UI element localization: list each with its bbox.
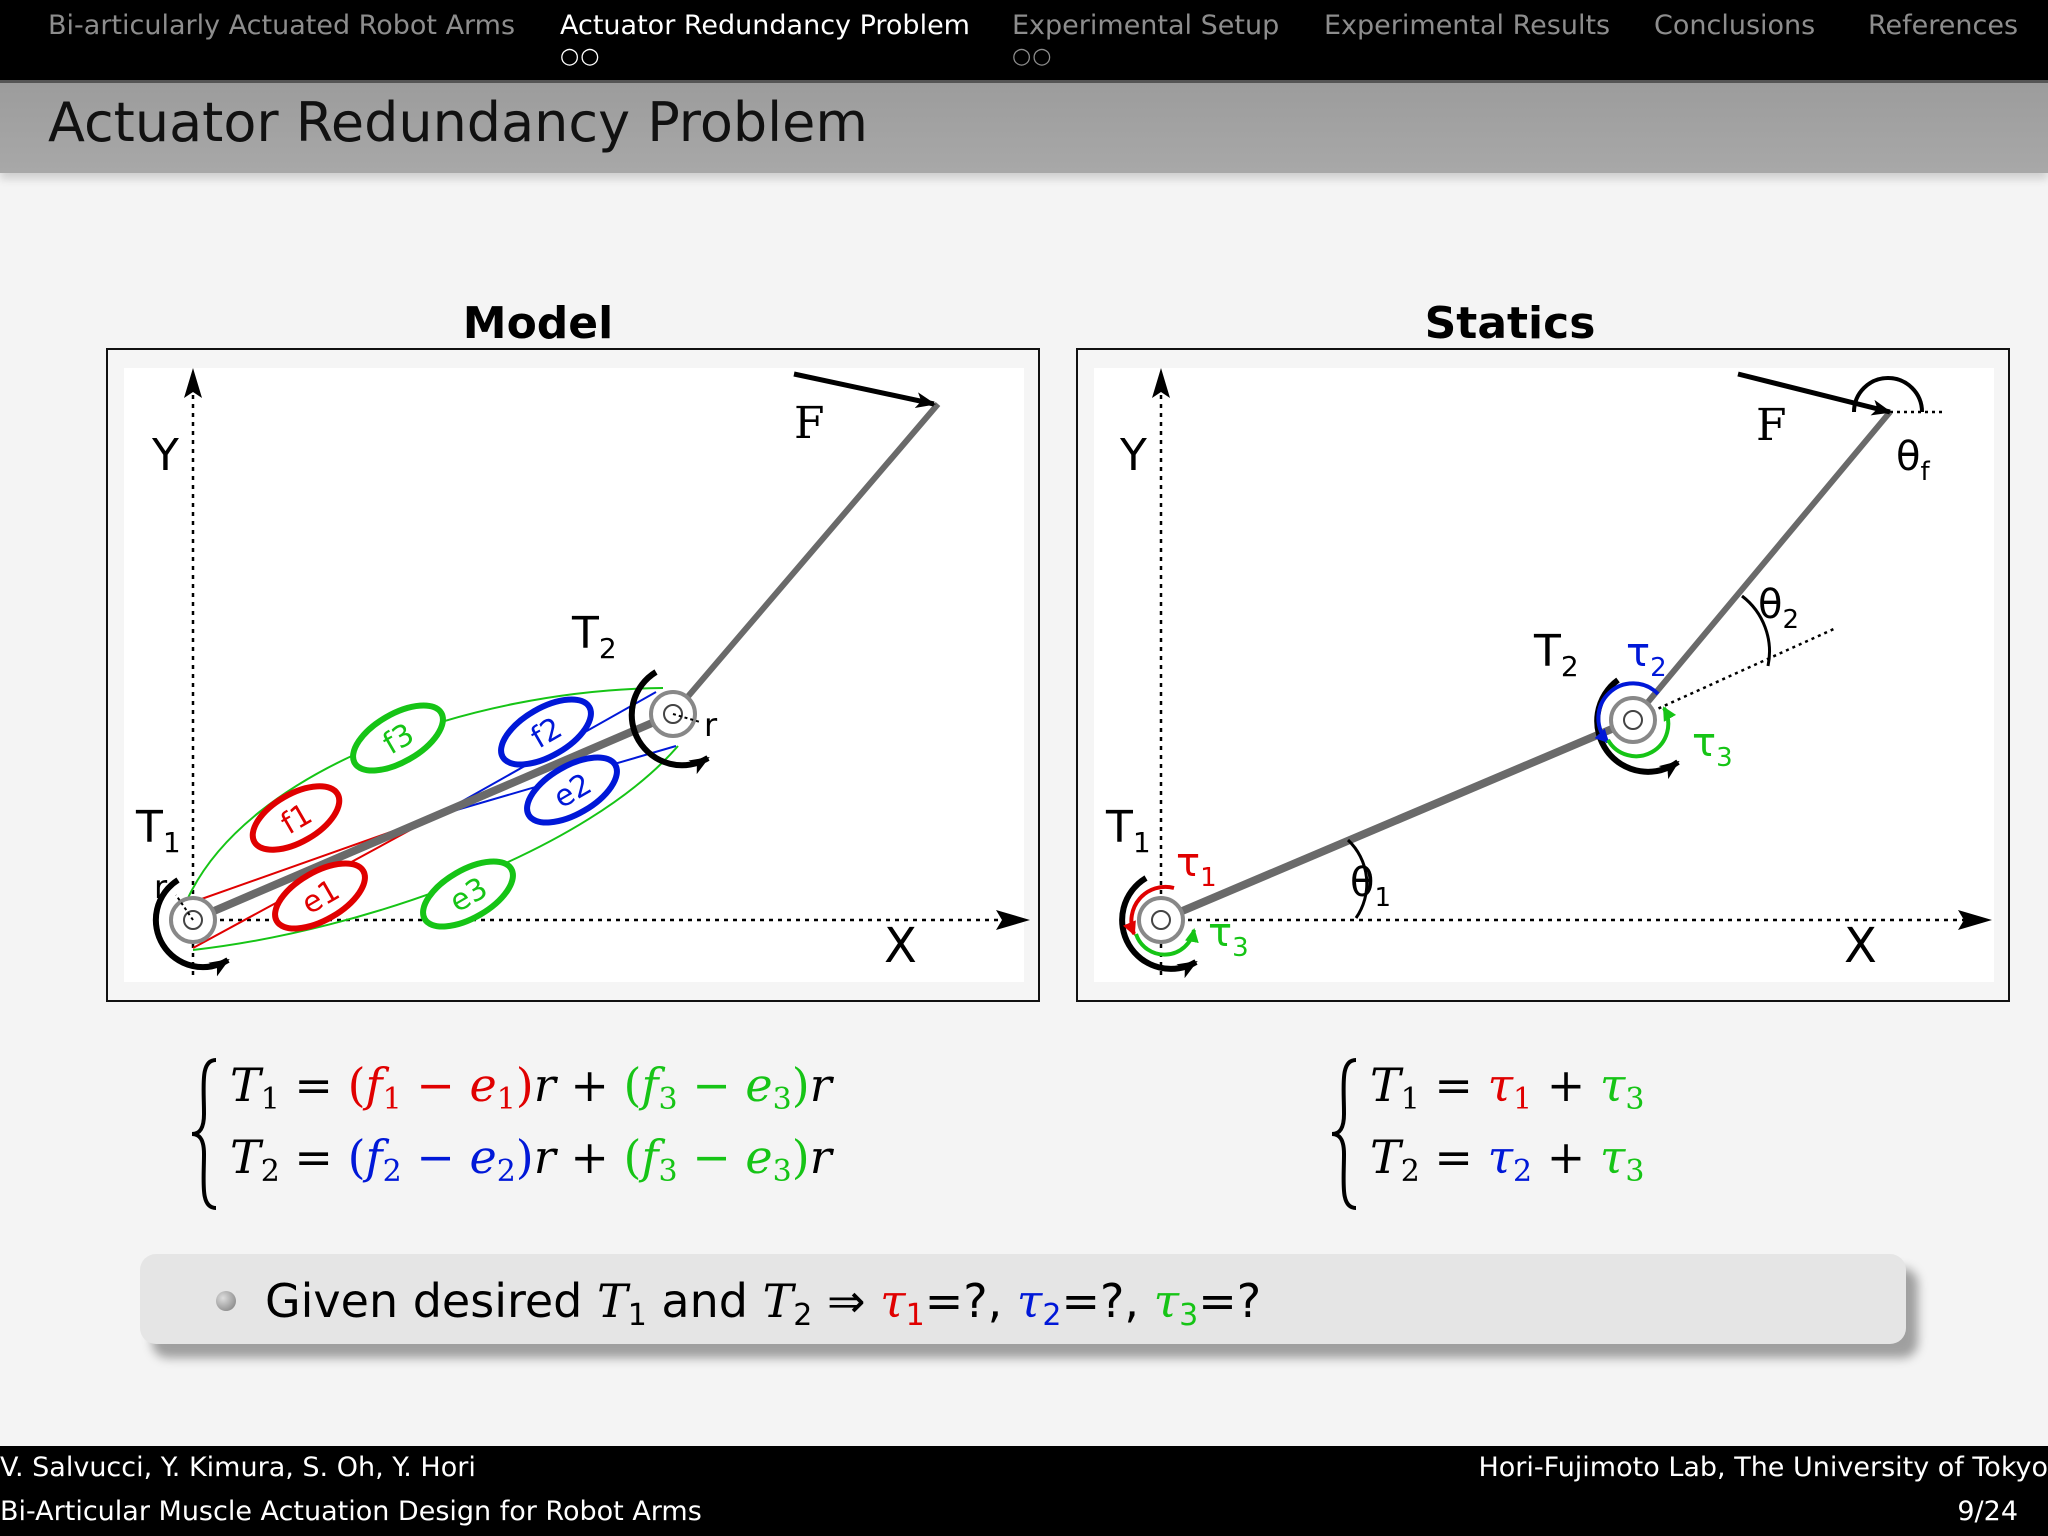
force-label: F (794, 398, 825, 449)
nav-item-experimental-results[interactable]: Experimental Results (1324, 10, 1610, 41)
torque-t1-arrow (152, 877, 230, 977)
statics-equation-t2: T2 = τ2 + τ3 (1370, 1130, 1645, 1189)
torque-t2-arrow (628, 669, 710, 775)
statics-diagram-svg: Y X θ1 θ2 θf T1 T2 τ1 τ3 τ2 τ3 F (1094, 368, 1994, 982)
top-navigation-bar: Bi-articularly Actuated Robot Arms Actua… (0, 0, 2048, 80)
link-1-extension-line (1632, 626, 1837, 722)
joint-1-center (1151, 910, 1171, 930)
nav-item-label: Experimental Setup (1012, 10, 1280, 41)
radius-2-line (672, 713, 701, 723)
footer-talk-title: Bi-Articular Muscle Actuation Design for… (0, 1496, 702, 1527)
model-diagram-svg: Y X r r T1 T2 F f1 e1 f2 e2 f3 e (124, 368, 1030, 982)
statics-heading: Statics (1424, 298, 1596, 349)
muscle-e2: e2 (524, 754, 620, 826)
model-plot-area (124, 368, 1024, 982)
y-axis-label: Y (151, 430, 179, 481)
footer-bar: V. Salvucci, Y. Kimura, S. Oh, Y. Hori H… (0, 1446, 2048, 1536)
force-arrow (793, 371, 936, 409)
model-equation-t2: T2 = (f2 − e2)r + (f3 − e3)r (230, 1130, 832, 1189)
y-axis-label: Y (1119, 430, 1147, 481)
theta1-label: θ1 (1350, 860, 1391, 913)
t2-label: T2 (571, 608, 617, 665)
nav-item-label: Conclusions (1654, 10, 1816, 41)
nav-item-label: Experimental Results (1324, 10, 1611, 41)
tau2-label: τ2 (1626, 630, 1667, 683)
x-axis-label: X (1844, 918, 1877, 974)
bullet-icon (216, 1291, 236, 1311)
model-heading: Model (462, 298, 614, 349)
statics-equation-t1: T1 = τ1 + τ3 (1370, 1058, 1645, 1117)
nav-item-bi-articularly[interactable]: Bi-articularly Actuated Robot Arms (48, 10, 515, 41)
tau3-joint1-label: τ3 (1208, 910, 1249, 963)
nav-item-references[interactable]: References (1868, 10, 2018, 41)
page-number: 9/24 (1957, 1496, 2018, 1527)
tau3-joint2-arrow (1606, 706, 1677, 759)
link-2 (670, 402, 941, 716)
nav-item-experimental-setup[interactable]: Experimental Setup ○○ (1012, 10, 1280, 68)
t2-label: T2 (1533, 626, 1579, 683)
statics-equation-brace (1331, 1058, 1357, 1210)
link-2 (1630, 410, 1893, 722)
y-axis-arrowhead (184, 368, 202, 398)
theta2-arc (1741, 594, 1771, 667)
tau3-joint1-arrow (1134, 928, 1199, 957)
model-diagram: Y X r r T1 T2 F f1 e1 f2 e2 f3 e (106, 348, 1040, 1002)
link-1 (191, 710, 675, 924)
tau1-arrow (1122, 884, 1175, 936)
theta2-label: θ2 (1758, 582, 1799, 635)
torque-t1-arrow (1119, 875, 1198, 979)
model-equation-brace (191, 1058, 217, 1210)
title-bar: Actuator Redundancy Problem (0, 80, 2048, 173)
nav-item-label: Actuator Redundancy Problem (560, 10, 970, 41)
nav-item-conclusions[interactable]: Conclusions (1654, 10, 1815, 41)
x-axis-arrowhead (1958, 910, 1992, 930)
theta-f-label: θf (1896, 434, 1930, 487)
link-1 (1159, 716, 1635, 924)
question-callout: Given desired T1 and T2 ⇒ τ1=?, τ2=?, τ3… (140, 1254, 1906, 1344)
slide-title: Actuator Redundancy Problem (48, 91, 868, 154)
theta1-arc (1346, 838, 1369, 919)
nav-item-label: References (1868, 10, 2019, 41)
force-arrow (1737, 371, 1892, 416)
model-equation-t1: T1 = (f1 − e1)r + (f3 − e3)r (230, 1058, 832, 1117)
muscle-e1: e1 (272, 860, 368, 932)
muscle-e3: e3 (420, 858, 516, 930)
x-axis-label: X (884, 918, 917, 974)
force-label: F (1756, 400, 1787, 451)
footer-affiliation: Hori-Fujimoto Lab, The University of Tok… (1478, 1452, 2048, 1483)
radius-1-line (175, 894, 194, 921)
muscle-f1: f1 (249, 783, 343, 853)
nav-progress-dots[interactable]: ○○ (1012, 44, 1053, 69)
nav-item-actuator-redundancy[interactable]: Actuator Redundancy Problem ○○ (560, 10, 970, 68)
statics-diagram: Y X θ1 θ2 θf T1 T2 τ1 τ3 τ2 τ3 F (1076, 348, 2010, 1002)
radius-2-label: r (704, 706, 718, 744)
joint-2-center (1623, 710, 1643, 730)
theta-f-arc (1852, 376, 1924, 413)
muscle-f3: f3 (350, 702, 446, 774)
x-axis-arrowhead (996, 910, 1030, 930)
nav-progress-dots[interactable]: ○○ (560, 44, 601, 69)
footer-authors: V. Salvucci, Y. Kimura, S. Oh, Y. Hori (0, 1452, 476, 1483)
tau2-arrow (1594, 681, 1660, 744)
y-axis-arrowhead (1152, 368, 1170, 398)
nav-item-label: Bi-articularly Actuated Robot Arms (48, 10, 516, 41)
muscle-f2: f2 (498, 696, 594, 768)
question-text: Given desired T1 and T2 ⇒ τ1=?, τ2=?, τ3… (265, 1274, 1262, 1333)
tau3-joint2-label: τ3 (1692, 720, 1733, 773)
tau1-label: τ1 (1176, 840, 1217, 893)
t1-label: T1 (1105, 802, 1151, 859)
t1-label: T1 (135, 802, 181, 859)
